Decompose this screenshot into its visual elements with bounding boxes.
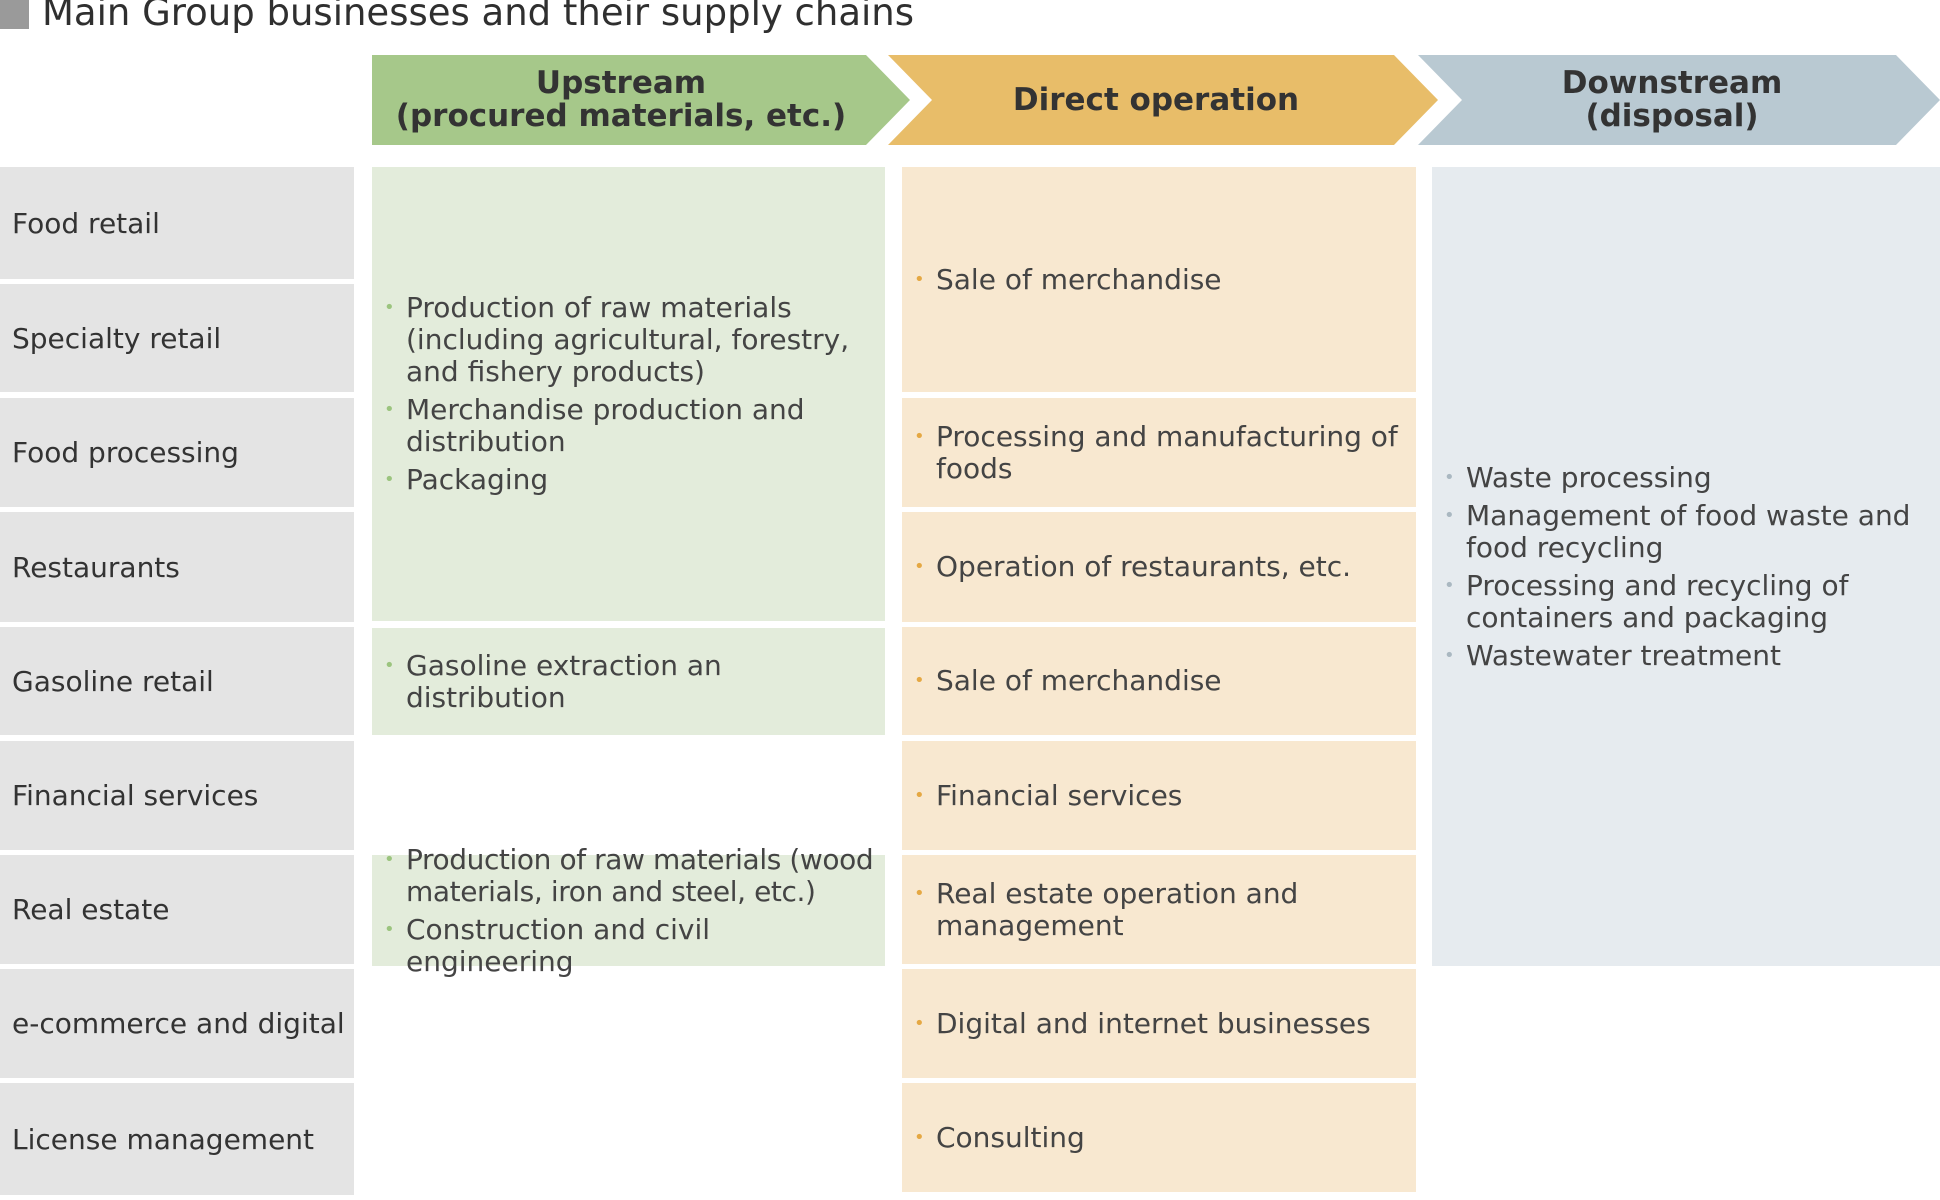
page-title: Main Group businesses and their supply c…: [42, 0, 915, 34]
direct-cell-financial: Financial services: [902, 741, 1416, 850]
segment-financial-services: Financial services: [0, 741, 354, 850]
list-item: Processing and manufacturing of foods: [914, 420, 1416, 485]
list-item: Digital and internet businesses: [914, 1007, 1371, 1040]
direct-list-retail: Sale of merchandise: [914, 263, 1222, 296]
direct-list-gasoline: Sale of merchandise: [914, 665, 1222, 698]
list-item: Processing and recycling of containers a…: [1444, 569, 1940, 634]
stage-header-upstream: Upstream (procured materials, etc.): [372, 55, 910, 145]
segment-ecommerce-digital: e-commerce and digital: [0, 969, 354, 1078]
title-marker: [0, 0, 29, 29]
segment-real-estate: Real estate: [0, 855, 354, 964]
list-item: Operation of restaurants, etc.: [914, 551, 1351, 584]
direct-cell-ecommerce: Digital and internet businesses: [902, 969, 1416, 1078]
list-item: Sale of merchandise: [914, 263, 1222, 296]
segment-food-processing: Food processing: [0, 398, 354, 507]
direct-list-food-processing: Processing and manufacturing of foods: [914, 420, 1416, 485]
stage-label-upstream: Upstream (procured materials, etc.): [395, 65, 847, 134]
list-item: Wastewater treatment: [1444, 639, 1940, 672]
list-item: Consulting: [914, 1121, 1085, 1154]
upstream-list-real-estate: Production of raw materials (wood materi…: [384, 843, 885, 978]
segment-specialty-retail: Specialty retail: [0, 284, 354, 392]
list-item: Financial services: [914, 779, 1182, 812]
direct-list-financial: Financial services: [914, 779, 1182, 812]
downstream-list: Waste processing Management of food wast…: [1444, 461, 1940, 672]
segment-license-management: License management: [0, 1083, 354, 1195]
upstream-cell-real-estate: Production of raw materials (wood materi…: [372, 843, 885, 977]
stage-label-direct: Direct operation: [1012, 81, 1300, 118]
stage-label-downstream: Downstream (disposal): [1561, 65, 1783, 134]
segment-restaurants: Restaurants: [0, 512, 354, 622]
stage-header-direct: Direct operation: [888, 55, 1438, 145]
direct-list-real-estate: Real estate operation and management: [914, 877, 1416, 942]
list-item: Gasoline extraction an distribution: [384, 649, 885, 714]
direct-cell-license: Consulting: [902, 1083, 1416, 1192]
direct-list-restaurants: Operation of restaurants, etc.: [914, 551, 1351, 584]
upstream-list-gasoline: Gasoline extraction an distribution: [384, 649, 885, 714]
upstream-list-retail-food: Production of raw materials (including a…: [384, 292, 885, 497]
list-item: Sale of merchandise: [914, 665, 1222, 698]
segment-gasoline-retail: Gasoline retail: [0, 627, 354, 735]
direct-cell-restaurants: Operation of restaurants, etc.: [902, 512, 1416, 622]
direct-cell-real-estate: Real estate operation and management: [902, 855, 1416, 964]
direct-list-ecommerce: Digital and internet businesses: [914, 1007, 1371, 1040]
list-item: Real estate operation and management: [914, 877, 1416, 942]
list-item: Merchandise production and distribution: [384, 394, 885, 458]
direct-cell-retail: Sale of merchandise: [902, 167, 1416, 392]
stage-header-downstream: Downstream (disposal): [1418, 55, 1940, 145]
list-item: Construction and civil engineering: [384, 913, 885, 978]
list-item: Management of food waste and food recycl…: [1444, 499, 1940, 564]
upstream-cell-retail-food: Production of raw materials (including a…: [372, 167, 885, 621]
list-item: Waste processing: [1444, 461, 1940, 494]
list-item: Production of raw materials (wood materi…: [384, 843, 885, 908]
list-item: Production of raw materials (including a…: [384, 292, 885, 388]
list-item: Packaging: [384, 464, 885, 497]
downstream-cell: Waste processing Management of food wast…: [1432, 167, 1940, 966]
upstream-cell-gasoline: Gasoline extraction an distribution: [372, 628, 885, 735]
direct-cell-gasoline: Sale of merchandise: [902, 627, 1416, 735]
direct-cell-food-processing: Processing and manufacturing of foods: [902, 398, 1416, 507]
segment-food-retail: Food retail: [0, 167, 354, 279]
direct-list-license: Consulting: [914, 1121, 1085, 1154]
